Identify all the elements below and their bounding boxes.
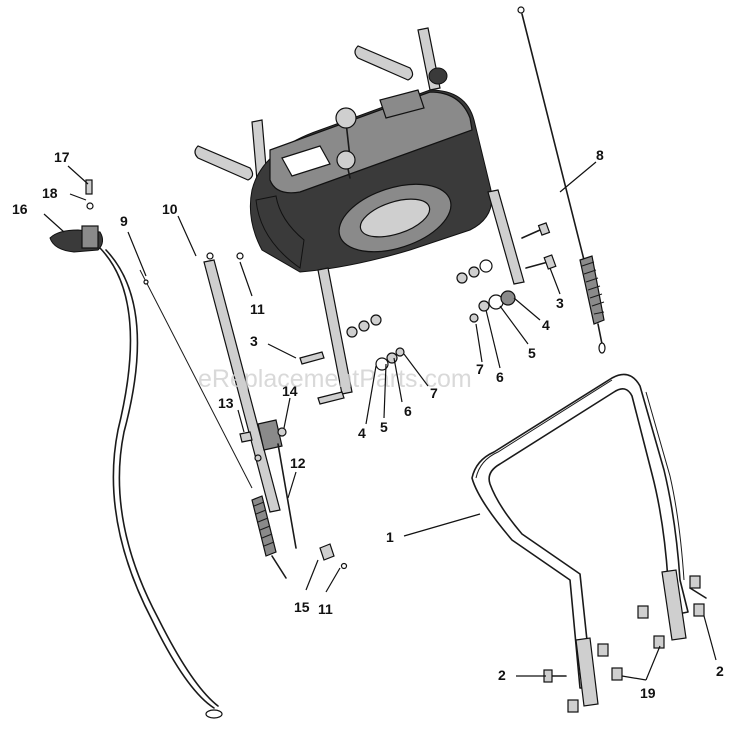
callout-18: 18: [42, 185, 58, 201]
part-1-lower-handle: [471, 373, 689, 707]
callout-5-right: 5: [528, 345, 536, 361]
part-10-12-shift-rod: [203, 252, 297, 549]
callout-3-left: 3: [250, 333, 258, 349]
callout-4-left: 4: [358, 425, 366, 441]
callout-6-left: 6: [404, 403, 412, 419]
callout-16: 16: [12, 201, 28, 217]
callout-2-left: 2: [498, 667, 506, 683]
control-panel-assembly: [194, 27, 525, 395]
part-9-cable: [139, 269, 287, 579]
callout-6-right: 6: [496, 369, 504, 385]
callout-9: 9: [120, 213, 128, 229]
part-16-handle-cable: [49, 179, 223, 719]
callout-7-left: 7: [430, 385, 438, 401]
leader-lines: [43, 161, 717, 681]
callout-2-right: 2: [716, 663, 724, 679]
callout-13: 13: [218, 395, 234, 411]
callout-labels: 17 18 16 9 10 11 3 13 14 12 15 11 4 5 6 …: [12, 147, 724, 701]
callout-19: 19: [640, 685, 656, 701]
callout-7-right: 7: [476, 361, 484, 377]
hardware-center: [299, 314, 405, 405]
callout-11-top: 11: [250, 301, 265, 317]
part-8-rod: [517, 6, 606, 354]
watermark-text: eReplacementParts.com: [198, 365, 472, 393]
callout-8: 8: [596, 147, 604, 163]
callout-1: 1: [386, 529, 394, 545]
callout-17: 17: [54, 149, 70, 165]
callout-15: 15: [294, 599, 310, 615]
hardware-right: [456, 222, 557, 323]
part-11-15-hardware: [236, 252, 348, 570]
callout-12: 12: [290, 455, 306, 471]
callout-5-left: 5: [380, 419, 388, 435]
callout-4-right: 4: [542, 317, 550, 333]
callout-10: 10: [162, 201, 178, 217]
part-2-19-hardware: [543, 575, 707, 713]
callout-3-right: 3: [556, 295, 564, 311]
callout-14: 14: [282, 383, 298, 399]
callout-11-bottom: 11: [318, 601, 333, 617]
